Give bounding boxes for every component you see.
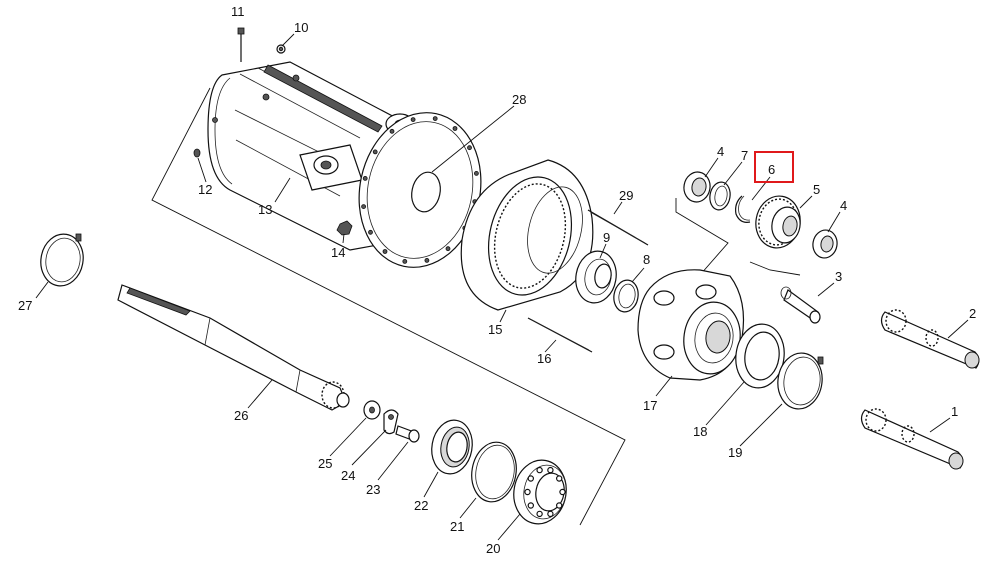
planet-pin-3 <box>780 286 821 324</box>
bearing-ball <box>556 502 563 509</box>
flange-bolt-hole <box>368 229 373 235</box>
thrust-washer-7 <box>709 181 731 211</box>
snap-ring-19 <box>777 352 824 410</box>
flange-bolt-hole <box>402 258 408 264</box>
snap-ring-27 <box>40 233 84 287</box>
leader-lines <box>35 33 969 541</box>
bearing-ball <box>524 488 531 496</box>
flange-bolt-hole <box>473 170 479 176</box>
bearing-ball <box>536 510 543 518</box>
callout-25: 25 <box>318 456 332 471</box>
stud-16 <box>527 317 593 353</box>
callout-6: 6 <box>768 162 775 177</box>
callout-4a: 4 <box>717 144 724 159</box>
flange-bolt-hole <box>382 249 388 254</box>
stud-29 <box>587 209 649 246</box>
bearing-ball <box>547 466 554 474</box>
callout-2: 2 <box>969 306 976 321</box>
callout-4b: 4 <box>840 198 847 213</box>
planet-carrier <box>637 269 745 381</box>
callout-19: 19 <box>728 445 742 460</box>
ring-gear <box>460 159 594 311</box>
bearing-9 <box>575 250 617 304</box>
bearing-ball <box>559 488 566 496</box>
callout-13: 13 <box>258 202 272 217</box>
bearing-20 <box>513 459 567 525</box>
snap-ring-6 <box>735 195 751 223</box>
callout-5: 5 <box>813 182 820 197</box>
planet-gear-5 <box>755 195 801 249</box>
callout-29: 29 <box>619 188 633 203</box>
housing-flange <box>358 112 482 268</box>
nut-14 <box>336 220 353 236</box>
sun-shaft-1 <box>860 408 964 470</box>
bearing-ball <box>556 475 563 482</box>
callout-16: 16 <box>537 351 551 366</box>
bolt-23 <box>395 425 420 443</box>
flange-bolt-hole <box>432 116 438 121</box>
bearing-ball <box>527 502 535 509</box>
callout-15: 15 <box>488 322 502 337</box>
callout-3: 3 <box>835 269 842 284</box>
flange-bolt-hole <box>445 246 451 252</box>
bearing-ball <box>527 475 535 482</box>
callout-24: 24 <box>341 468 355 483</box>
axle-shaft-26 <box>117 284 350 411</box>
flange-bolt-hole <box>410 117 416 122</box>
plug-12 <box>193 148 201 158</box>
bearing-ball <box>547 510 554 518</box>
callout-17: 17 <box>643 398 657 413</box>
needle-bearing-4a <box>683 171 711 203</box>
callout-1: 1 <box>951 404 958 419</box>
callout-7: 7 <box>741 148 748 163</box>
callout-8: 8 <box>643 252 650 267</box>
callout-27: 27 <box>18 298 32 313</box>
assembly-frame-lines <box>151 87 801 526</box>
flange-bolt-hole <box>424 257 430 263</box>
bolt-11 <box>237 27 245 62</box>
flange-bolt-hole <box>361 204 367 210</box>
callout-10: 10 <box>294 20 308 35</box>
lock-plate-24 <box>383 409 399 435</box>
o-ring-21 <box>471 441 517 503</box>
callout-18: 18 <box>693 424 707 439</box>
callout-6-highlight-box <box>754 151 794 183</box>
callout-23: 23 <box>366 482 380 497</box>
thrust-washer-18 <box>735 323 785 389</box>
needle-bearing-4b <box>812 229 838 259</box>
callout-9: 9 <box>603 230 610 245</box>
callout-12: 12 <box>198 182 212 197</box>
callout-26: 26 <box>234 408 248 423</box>
callout-22: 22 <box>414 498 428 513</box>
callout-14: 14 <box>331 245 345 260</box>
callout-28: 28 <box>512 92 526 107</box>
seal-22 <box>431 419 473 475</box>
ring-8 <box>613 279 639 313</box>
flange-bolt-hole <box>362 175 368 181</box>
flange-bolt-hole <box>372 149 378 155</box>
callout-11: 11 <box>231 4 245 19</box>
flange-bolt-hole <box>467 145 472 151</box>
callout-21: 21 <box>450 519 464 534</box>
bearing-ball <box>536 466 543 474</box>
grease-nipple-10 <box>276 44 286 54</box>
washer-25 <box>363 400 381 420</box>
callout-20: 20 <box>486 541 500 556</box>
flange-bolt-hole <box>389 128 395 134</box>
callout-labels: 1 2 3 4 4 5 6 7 8 9 10 11 12 13 14 15 16… <box>18 4 976 556</box>
flange-bolt-hole <box>452 126 458 131</box>
sun-shaft-2 <box>880 309 980 369</box>
